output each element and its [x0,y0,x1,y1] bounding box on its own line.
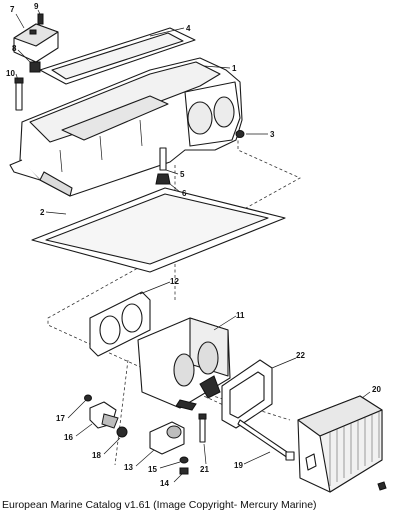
part-11-throttle-body [137,317,231,411]
callout-labels: 1 2 3 4 5 6 7 8 9 10 11 12 13 14 15 16 1… [6,2,381,488]
part-screw-small [377,481,387,491]
part-20-flame-arrestor [297,395,383,493]
callout-16: 16 [64,433,73,442]
callout-15: 15 [148,465,157,474]
callout-12: 12 [170,277,179,286]
part-2-bottom-gasket [31,187,286,273]
part-19-bolt [237,419,295,461]
part-12-gasket [89,291,151,357]
callout-4: 4 [186,24,191,33]
part-6-nut [155,173,171,185]
part-10-bolt [14,77,24,111]
callout-18: 18 [92,451,101,460]
callout-10: 10 [6,69,15,78]
callout-1: 1 [232,64,237,73]
part-21-bolt [198,413,207,443]
callout-6: 6 [182,189,187,198]
callout-13: 13 [124,463,133,472]
part-14-screw [179,467,189,475]
callout-21: 21 [200,465,209,474]
callout-20: 20 [372,385,381,394]
part-17-screw [84,394,92,402]
part-1-housing [9,57,243,197]
callout-17: 17 [56,414,65,423]
part-4-top-gasket [39,27,196,85]
exploded-parts-diagram: 1 2 3 4 5 6 7 8 9 10 11 12 13 14 15 16 1… [6,2,387,493]
part-8-nut [29,61,41,73]
callout-22: 22 [296,351,305,360]
arrestor-grille [329,411,380,486]
callout-9: 9 [34,2,39,11]
part-5-stud [159,147,167,171]
part-22-gasket [221,359,273,429]
callout-8: 8 [12,44,17,53]
callout-5: 5 [180,170,185,179]
callout-3: 3 [270,130,275,139]
copyright-caption: European Marine Catalog v1.61 (Image Cop… [2,499,317,511]
part-15-washer [179,456,189,464]
part-13-actuator [149,421,185,455]
part-18-o-ring [116,426,128,438]
part-7-sensor-bracket [13,23,59,63]
callout-11: 11 [236,311,245,320]
callout-2: 2 [40,208,45,217]
part-9-screw [37,13,44,25]
part-16-sensor [89,401,119,429]
callout-7: 7 [10,5,15,14]
callout-14: 14 [160,479,169,488]
part-3-plug [235,130,245,138]
leader-lines [15,9,371,483]
callout-19: 19 [234,461,243,470]
